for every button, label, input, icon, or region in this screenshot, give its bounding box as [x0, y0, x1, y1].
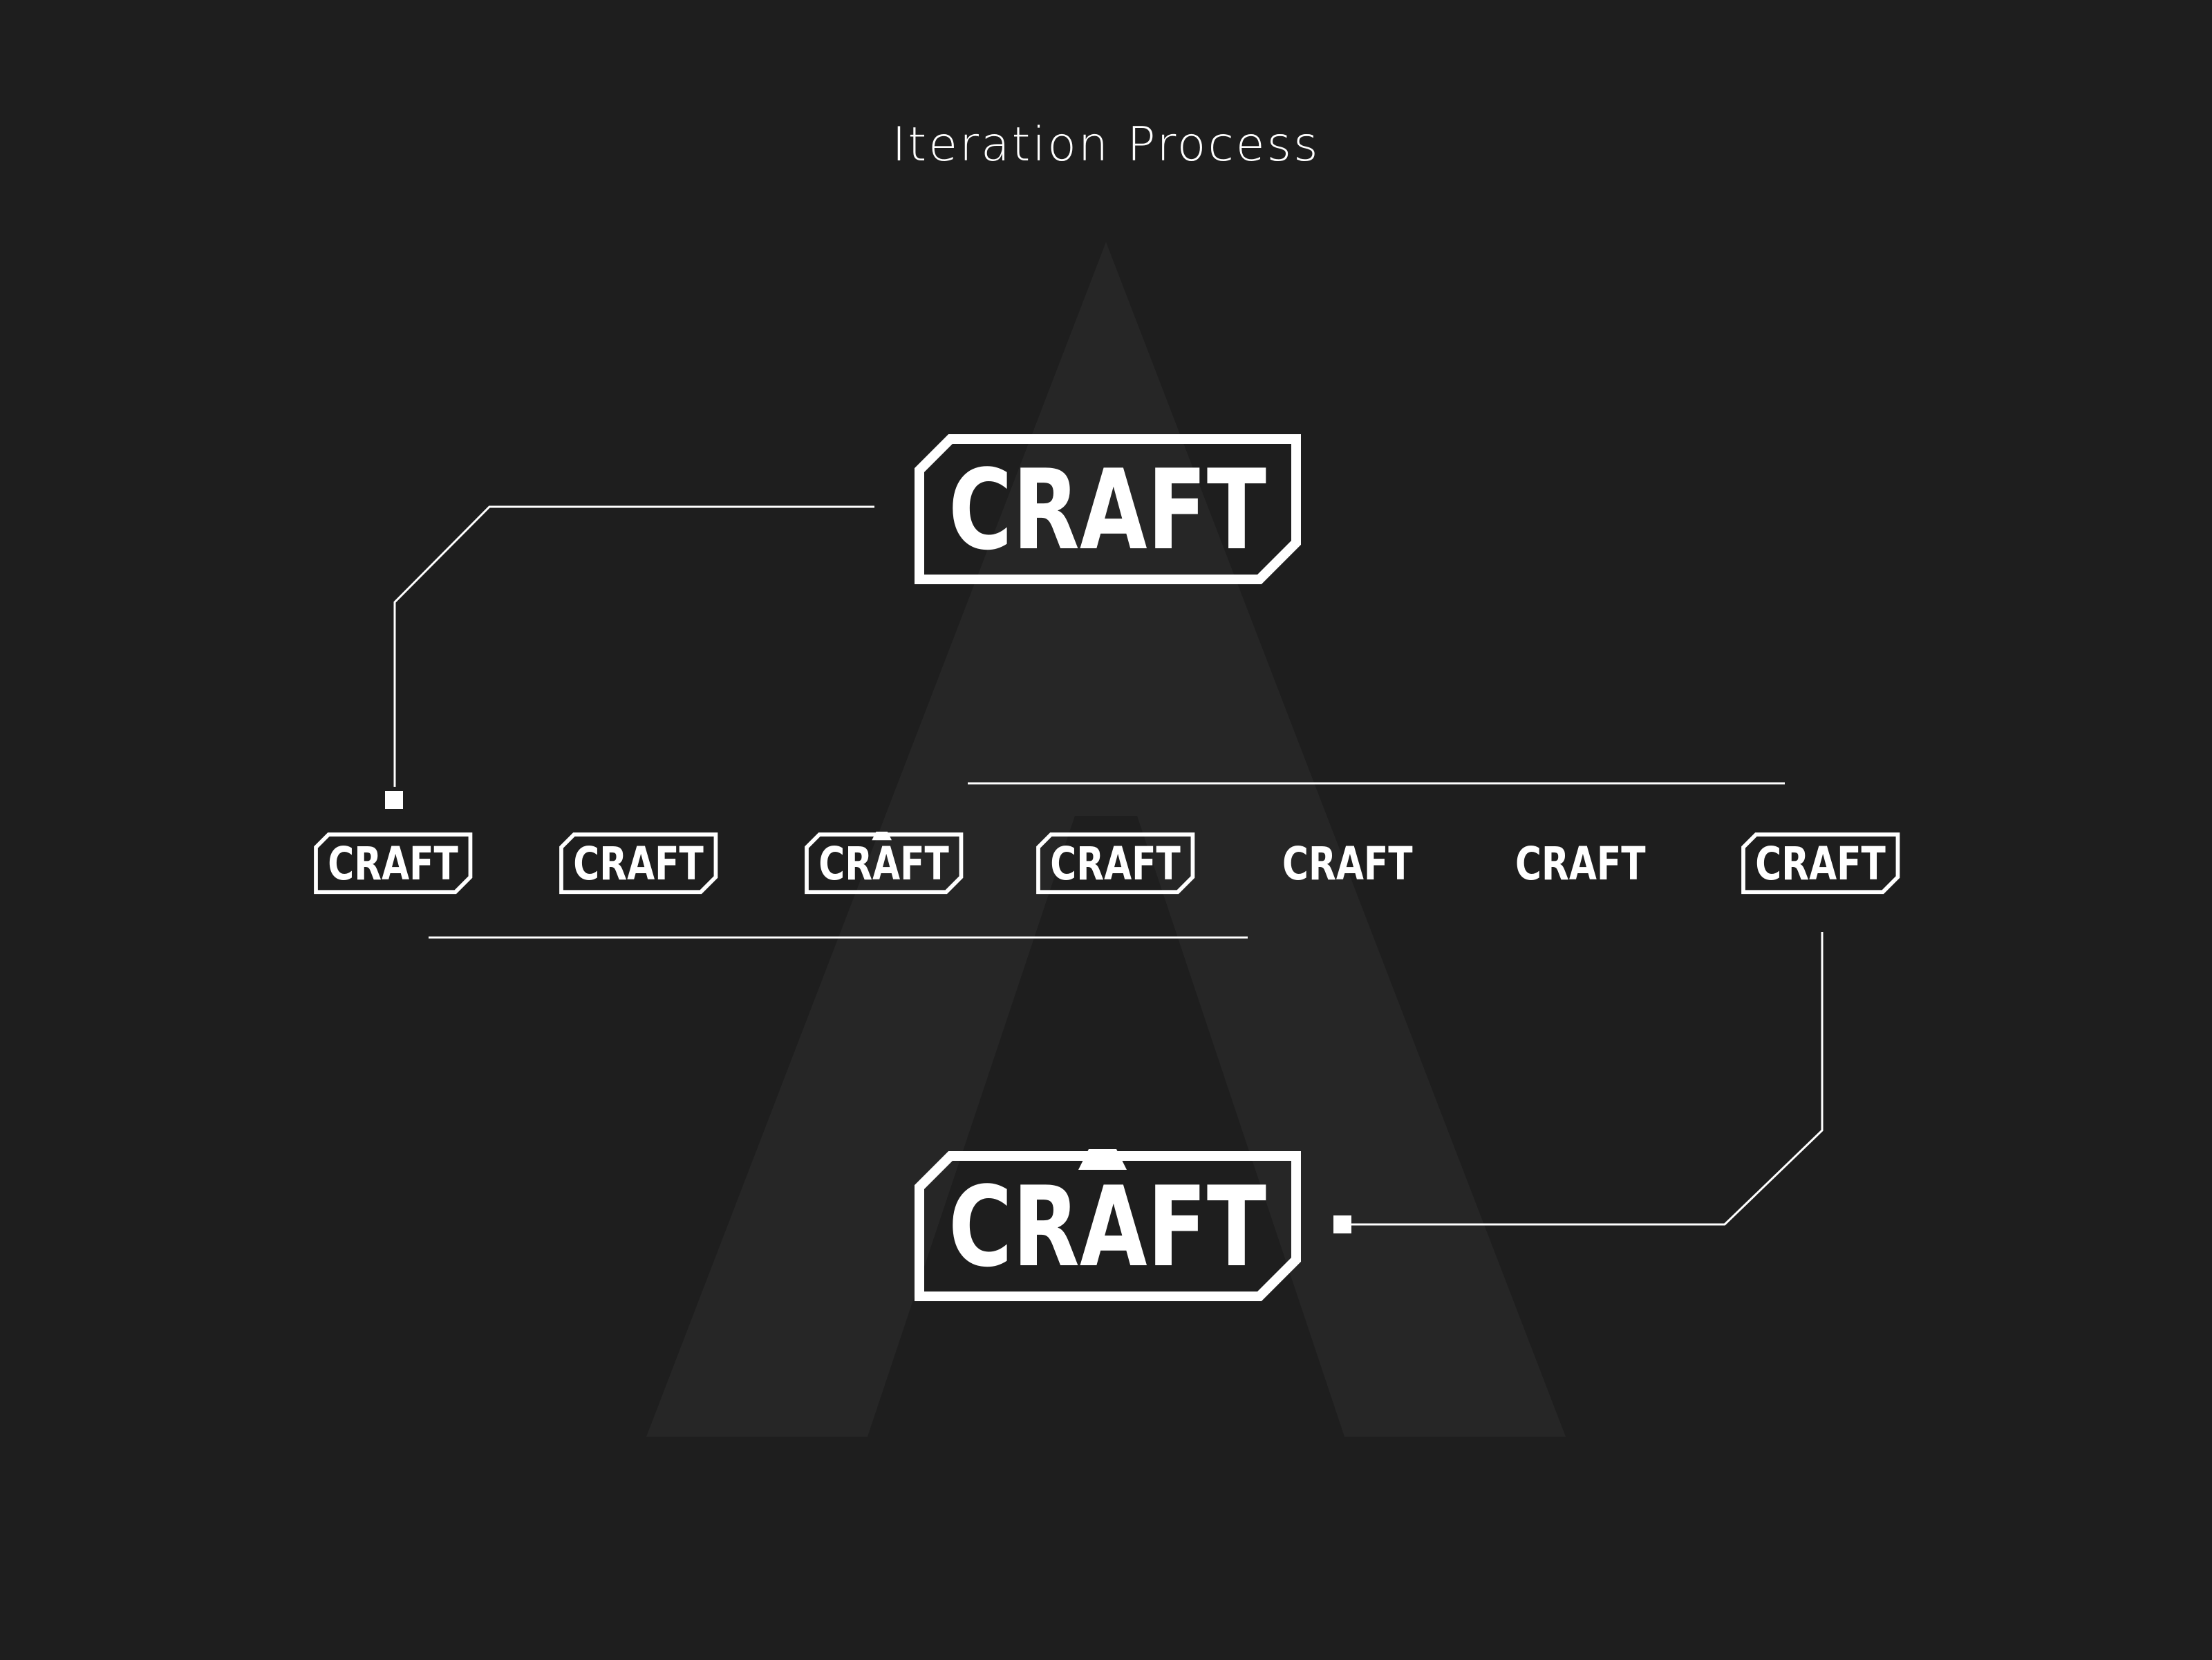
logo-iteration: CRAFT: [1282, 838, 1413, 890]
logo-wordmark: CRAFT: [818, 838, 949, 890]
logo-wordmark: CRAFT: [1050, 838, 1181, 890]
logo-frame: [915, 1151, 1301, 1301]
page-title: Iteration Process: [892, 118, 1320, 172]
logo-wordmark: CRAFT: [1282, 838, 1413, 890]
logo-frame: [1036, 832, 1195, 895]
logo-frame: [314, 832, 473, 895]
logo-wordmark: CRAFT: [948, 1162, 1266, 1291]
logo-peak-icon: [1078, 1149, 1127, 1170]
logo-iteration: CRAFT: [559, 832, 718, 895]
logo-wordmark: CRAFT: [328, 838, 458, 890]
connector-top-left: [393, 505, 874, 787]
logo-iteration: CRAFT: [1036, 832, 1195, 895]
logo-wordmark: CRAFT: [1755, 838, 1886, 890]
connector-bottom-right: [1350, 932, 1824, 1226]
logo-wordmark: CRAFT: [948, 445, 1266, 575]
logo-frame: [915, 434, 1301, 584]
watermark-a-icon: [646, 242, 1566, 1437]
logo-iteration: CRAFT: [805, 831, 964, 895]
logo-frame: [1741, 832, 1900, 895]
logo-iteration: CRAFT: [1515, 838, 1646, 890]
logo-iteration: CRAFT: [314, 832, 473, 895]
logo-frame: [805, 832, 964, 895]
logo-iteration: CRAFT: [1741, 832, 1900, 895]
logo-peak-icon: [872, 831, 892, 841]
logo-final: CRAFT: [915, 1149, 1301, 1301]
connector-node-icon: [385, 791, 403, 809]
logo-wordmark: CRAFT: [573, 838, 704, 890]
logo-initial: CRAFT: [915, 434, 1301, 584]
connector-node-icon: [1333, 1215, 1351, 1233]
logo-wordmark: CRAFT: [1515, 838, 1646, 890]
logo-frame: [559, 832, 718, 895]
